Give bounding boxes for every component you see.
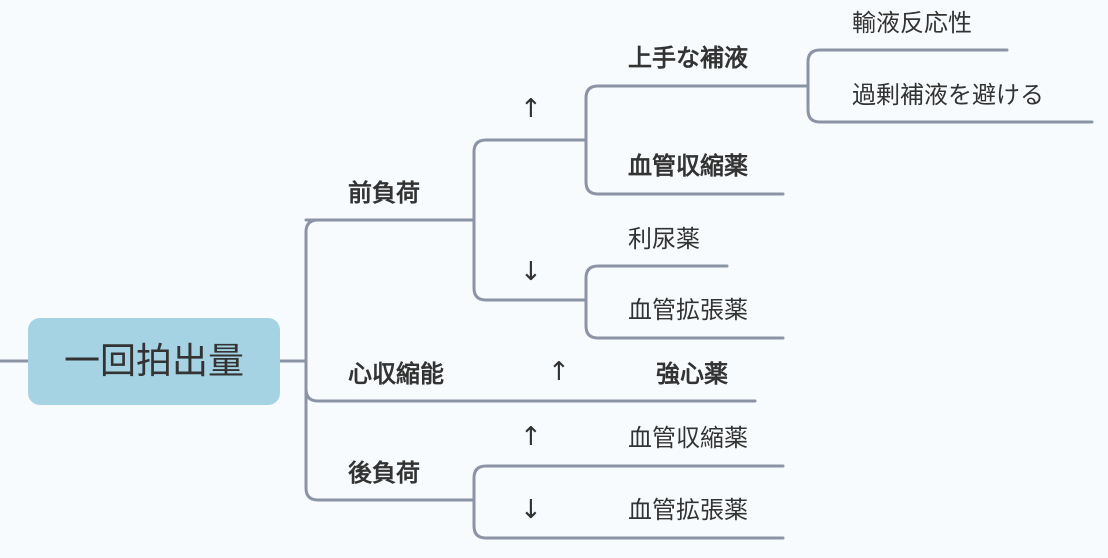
node-preload-vasodilator[interactable]: 血管拡張薬	[628, 296, 748, 324]
branch-preload-label[interactable]: 前負荷	[348, 179, 420, 207]
connector-diuretic	[584, 264, 729, 302]
node-afterload-vasodilator[interactable]: 血管拡張薬	[628, 496, 748, 524]
node-inotrope[interactable]: 強心薬	[656, 360, 728, 388]
afterload-down-arrow-icon: ↓	[520, 495, 542, 525]
connector-preload-up	[472, 138, 588, 222]
node-diuretic[interactable]: 利尿薬	[628, 225, 700, 253]
afterload-up-arrow-icon: ↑	[520, 422, 542, 452]
connector-contractility	[304, 387, 757, 403]
connector-fluid-item-1	[806, 48, 1009, 88]
preload-down-arrow-icon: ↓	[520, 257, 542, 287]
node-fluid-responsiveness[interactable]: 輸液反応性	[852, 9, 972, 37]
connector-trunk	[304, 218, 476, 502]
branch-contractility-label[interactable]: 心収縮能	[348, 360, 444, 388]
preload-up-arrow-icon: ↑	[520, 94, 542, 124]
root-node[interactable]: 一回拍出量	[28, 318, 280, 405]
connector-afterload-up	[472, 464, 785, 502]
connector-vasoconstrictor	[584, 138, 785, 196]
connector-preload-down	[472, 218, 588, 302]
contractility-up-arrow-icon: ↑	[548, 357, 570, 387]
connector-vasodilator	[584, 298, 785, 340]
connector-fluid-item-2	[806, 84, 1094, 124]
connector-fluid	[584, 84, 810, 142]
connector-afterload-down	[472, 498, 785, 540]
node-afterload-vasoconstrictor[interactable]: 血管収縮薬	[628, 424, 748, 452]
root-label: 一回拍出量	[63, 341, 244, 382]
node-preload-vasoconstrictor[interactable]: 血管収縮薬	[628, 152, 748, 180]
branch-afterload-label[interactable]: 後負荷	[348, 459, 420, 487]
node-fluid-label[interactable]: 上手な補液	[628, 44, 748, 72]
node-avoid-overload[interactable]: 過剰補液を避ける	[852, 81, 1044, 109]
